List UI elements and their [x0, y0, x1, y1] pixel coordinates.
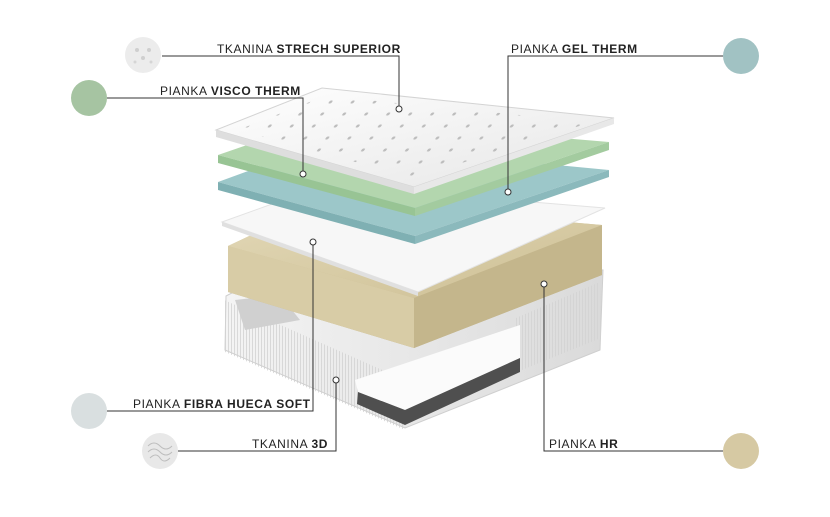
label-tkanina3d-prefix: TKANINA — [252, 437, 308, 451]
label-visco-name: VISCO THERM — [211, 84, 301, 98]
label-visco-prefix: PIANKA — [160, 84, 207, 98]
visco-swatch-icon — [71, 80, 107, 116]
label-hr-name: HR — [600, 437, 619, 451]
label-gel: PIANKA GEL THERM — [511, 42, 638, 56]
fibra-swatch-icon — [71, 393, 107, 429]
label-hr: PIANKA HR — [549, 437, 618, 451]
gel-swatch-icon — [723, 38, 759, 74]
label-fibra-prefix: PIANKA — [133, 397, 180, 411]
label-fibra-name: FIBRA HUECA SOFT — [184, 397, 311, 411]
label-gel-name: GEL THERM — [562, 42, 638, 56]
label-visco: PIANKA VISCO THERM — [160, 84, 301, 98]
label-hr-prefix: PIANKA — [549, 437, 596, 451]
tkanina3d-swatch-icon — [142, 433, 178, 469]
hr-swatch-icon — [723, 433, 759, 469]
label-tkanina3d: TKANINA 3D — [252, 437, 328, 451]
label-strech: TKANINA STRECH SUPERIOR — [217, 42, 401, 56]
label-gel-prefix: PIANKA — [511, 42, 558, 56]
label-strech-prefix: TKANINA — [217, 42, 273, 56]
strech-swatch-icon — [125, 37, 161, 73]
label-strech-name: STRECH SUPERIOR — [276, 42, 400, 56]
label-fibra: PIANKA FIBRA HUECA SOFT — [133, 397, 311, 411]
label-tkanina3d-name: 3D — [311, 437, 328, 451]
